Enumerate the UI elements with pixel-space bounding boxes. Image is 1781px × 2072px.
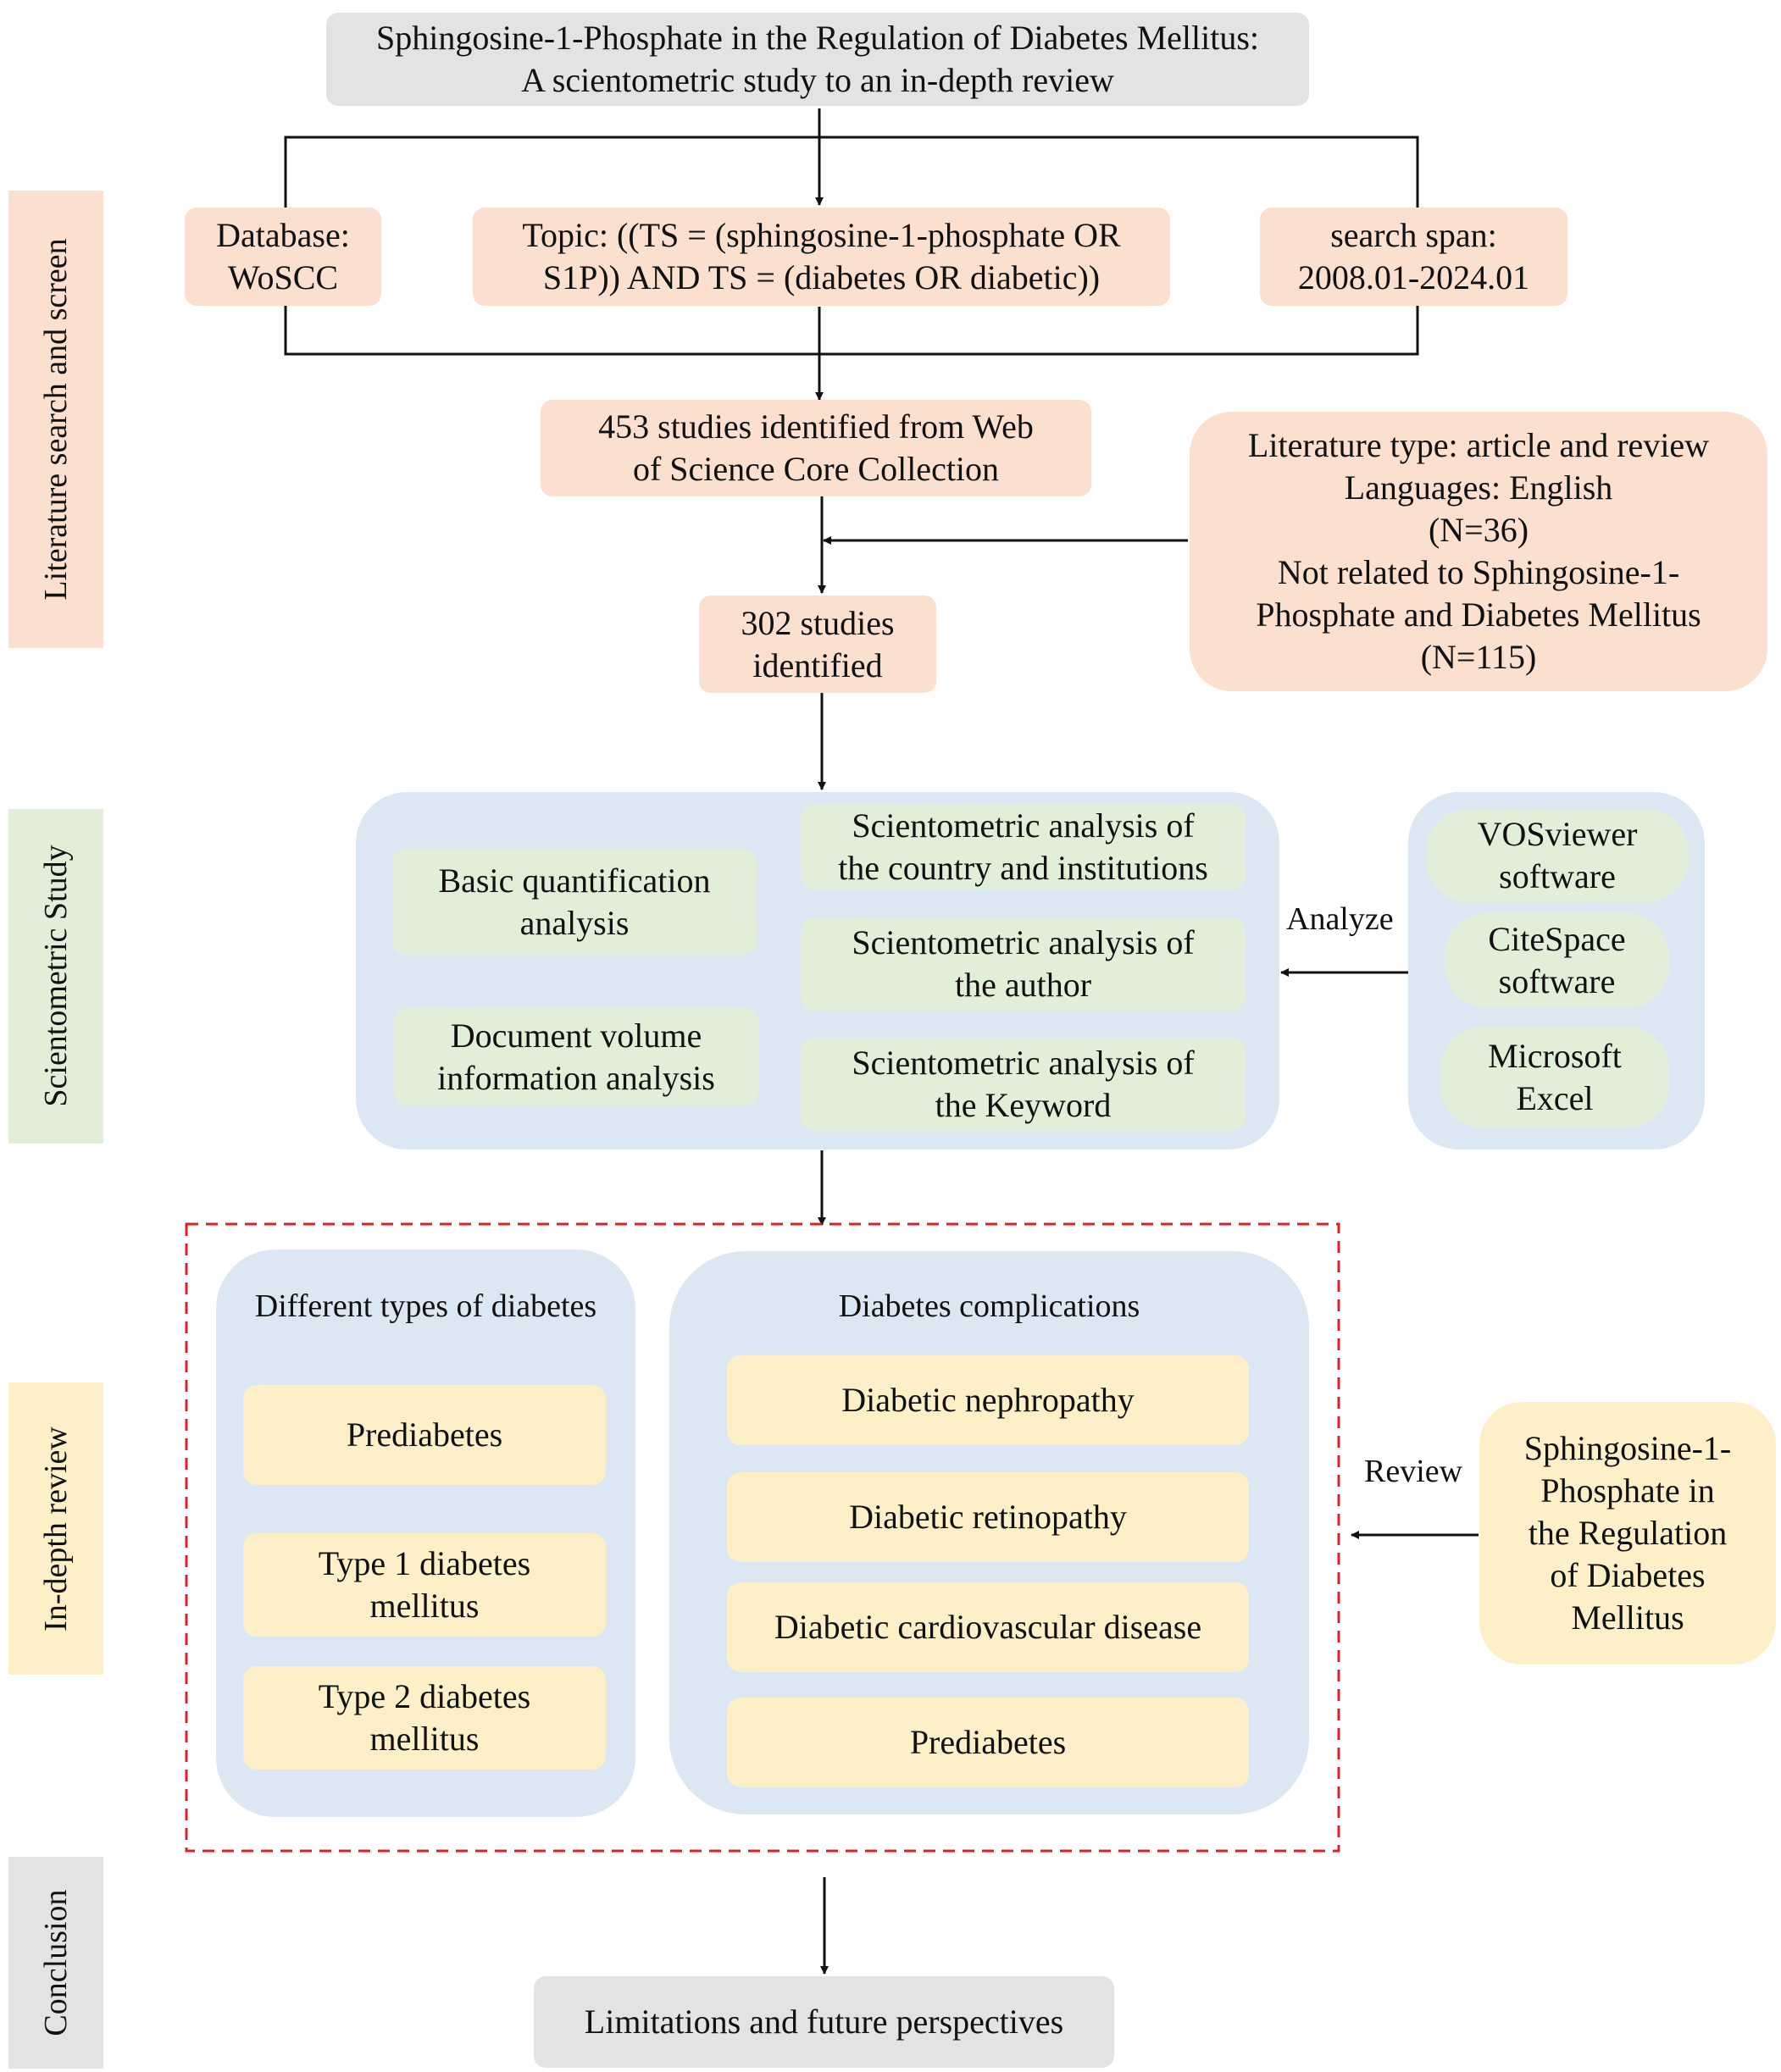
exclusion-line3: (N=36) (1428, 511, 1529, 549)
basic-line1: Basic quantification (438, 861, 711, 900)
basic-line2: analysis (519, 903, 630, 942)
author-line1: Scientometric analysis of (852, 923, 1195, 961)
complications-item2: Diabetic retinopathy (849, 1498, 1127, 1536)
span-line2: 2008.01-2024.01 (1297, 258, 1530, 296)
topic-box: Topic: ((TS = (sphingosine-1-phosphate O… (473, 208, 1170, 306)
identified-box: 453 studies identified from Web of Scien… (541, 400, 1091, 496)
exclusion-line2: Languages: English (1344, 468, 1613, 507)
author-analysis-box: Scientometric analysis of the author (801, 917, 1246, 1011)
type1-line2: mellitus (369, 1587, 480, 1625)
stage-bar-review (8, 1382, 103, 1675)
type2-line2: mellitus (369, 1720, 480, 1758)
vosviewer-line1: VOSviewer (1477, 815, 1638, 853)
stage-bar-scientometric (8, 809, 103, 1144)
complications-header: Diabetes complications (838, 1288, 1140, 1324)
s1p-line4: of Diabetes (1550, 1556, 1706, 1594)
retinopathy-box: Diabetic retinopathy (727, 1472, 1249, 1562)
identified-line1: 453 studies identified from Web (598, 407, 1034, 446)
document-line2: information analysis (437, 1058, 715, 1097)
citespace-box: CiteSpace software (1445, 913, 1669, 1008)
excel-line2: Excel (1516, 1079, 1594, 1117)
excel-line1: Microsoft (1488, 1037, 1622, 1075)
s1p-line1: Sphingosine-1- (1523, 1429, 1732, 1467)
exclusion-line4: Not related to Sphingosine-1- (1277, 553, 1680, 591)
citespace-line2: software (1498, 962, 1616, 1000)
diagram-title: Sphingosine-1-Phosphate in the Regulatio… (326, 13, 1309, 106)
keyword-line2: the Keyword (935, 1086, 1112, 1124)
title-line2: A scientometric study to an in-depth rev… (521, 61, 1114, 99)
topic-line2: S1P)) AND TS = (diabetes OR diabetic)) (542, 258, 1101, 296)
country-line2: the country and institutions (838, 849, 1208, 887)
type1-line1: Type 1 diabetes (318, 1544, 531, 1582)
types-prediabetes-box: Prediabetes (243, 1385, 606, 1485)
s1p-line5: Mellitus (1571, 1598, 1684, 1637)
type1-box: Type 1 diabetes mellitus (243, 1533, 606, 1637)
complications-item4: Prediabetes (909, 1723, 1067, 1761)
screened-box: 302 studies identified (699, 596, 936, 693)
excel-box: Microsoft Excel (1440, 1027, 1669, 1128)
stage-bar-conclusion (8, 1857, 103, 2069)
exclusion-box: Literature type: article and review Lang… (1190, 412, 1767, 691)
country-line1: Scientometric analysis of (852, 806, 1195, 845)
types-item1: Prediabetes (346, 1415, 503, 1454)
author-line2: the author (954, 966, 1092, 1004)
type2-box: Type 2 diabetes mellitus (243, 1666, 606, 1770)
keyword-analysis-box: Scientometric analysis of the Keyword (801, 1038, 1246, 1131)
document-volume-box: Document volume information analysis (394, 1008, 758, 1105)
database-line1: Database: (216, 216, 350, 254)
topic-line1: Topic: ((TS = (sphingosine-1-phosphate O… (522, 216, 1121, 254)
basic-quantification-box: Basic quantification analysis (392, 849, 757, 955)
exclusion-line1: Literature type: article and review (1247, 426, 1710, 464)
stage-label-review: In-depth review (38, 1427, 74, 1632)
span-line1: search span: (1330, 216, 1497, 254)
review-label: Review (1364, 1454, 1463, 1489)
type2-line1: Type 2 diabetes (318, 1677, 531, 1715)
exclusion-line6: (N=115) (1420, 638, 1537, 676)
stage-label-literature: Literature search and screen (38, 238, 74, 601)
review-dashed-frame (185, 1222, 1340, 1853)
complications-prediabetes-box: Prediabetes (727, 1698, 1249, 1787)
country-analysis-box: Scientometric analysis of the country an… (801, 805, 1246, 889)
screened-line1: 302 studies (741, 603, 895, 642)
stage-label-conclusion: Conclusion (38, 1889, 74, 2036)
citespace-line1: CiteSpace (1488, 920, 1626, 958)
database-box: Database: WoSCC (185, 208, 381, 306)
document-line1: Document volume (450, 1016, 702, 1055)
types-header: Different types of diabetes (254, 1288, 597, 1324)
vosviewer-box: VOSviewer software (1426, 809, 1689, 902)
complications-item1: Diabetic nephropathy (841, 1381, 1135, 1419)
analyze-label: Analyze (1286, 901, 1394, 937)
title-line1: Sphingosine-1-Phosphate in the Regulatio… (375, 19, 1260, 57)
s1p-line2: Phosphate in (1540, 1471, 1715, 1510)
nephropathy-box: Diabetic nephropathy (727, 1355, 1249, 1445)
s1p-review-box: Sphingosine-1- Phosphate in the Regulati… (1479, 1402, 1776, 1665)
conclusion-text: Limitations and future perspectives (584, 2003, 1064, 2041)
database-line2: WoSCC (227, 258, 339, 296)
complications-item3: Diabetic cardiovascular disease (774, 1608, 1202, 1646)
span-box: search span: 2008.01-2024.01 (1260, 208, 1567, 306)
stage-label-scientometric: Scientometric Study (38, 845, 74, 1107)
conclusion-box: Limitations and future perspectives (534, 1976, 1114, 2068)
cardiovascular-box: Diabetic cardiovascular disease (727, 1582, 1249, 1672)
stage-bar-literature (8, 191, 103, 648)
screened-line2: identified (752, 645, 883, 684)
keyword-line1: Scientometric analysis of (852, 1044, 1195, 1082)
exclusion-line5: Phosphate and Diabetes Mellitus (1256, 596, 1701, 634)
identified-line2: of Science Core Collection (632, 450, 1000, 488)
vosviewer-line2: software (1499, 857, 1616, 895)
s1p-line3: the Regulation (1528, 1514, 1728, 1552)
